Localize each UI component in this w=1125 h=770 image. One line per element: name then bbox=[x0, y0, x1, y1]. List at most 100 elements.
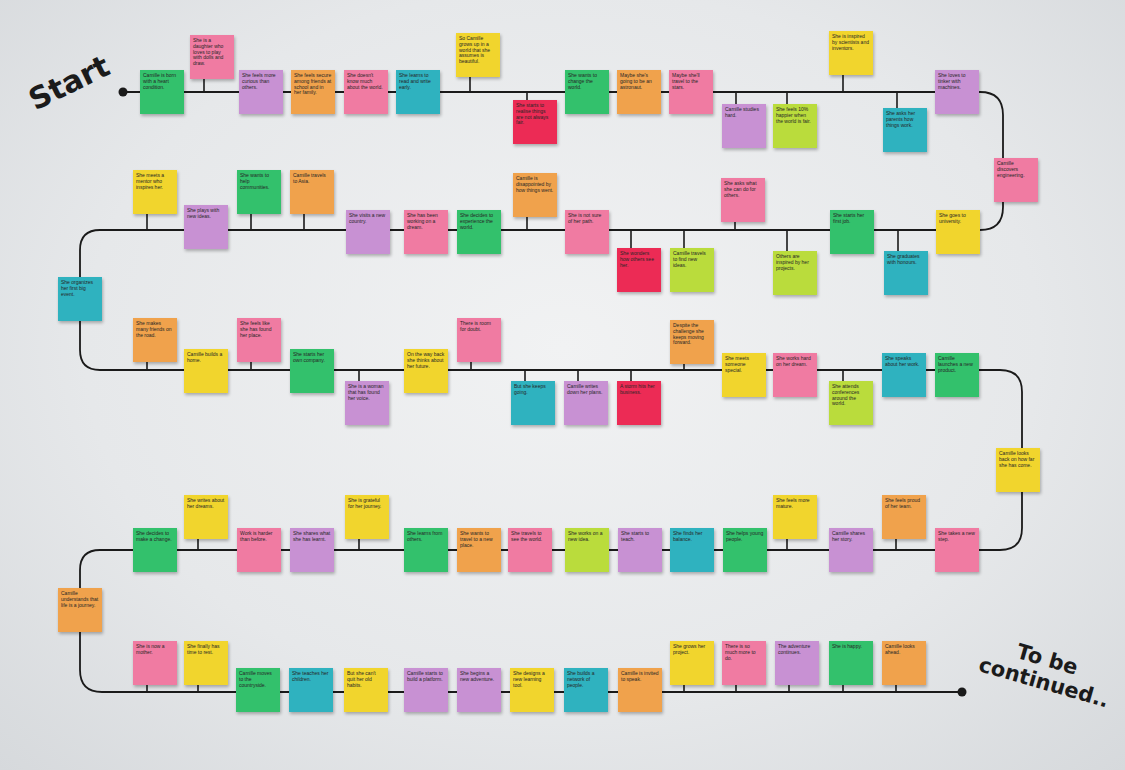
sticky-note: She feels proud of her team. bbox=[882, 495, 926, 539]
note-text: She plays with new ideas. bbox=[187, 208, 225, 220]
note-text: Camille understands that life is a journ… bbox=[61, 591, 99, 608]
note-text: She organizes her first big event. bbox=[61, 280, 99, 297]
start-dot bbox=[119, 88, 128, 97]
sticky-note: Work is harder than before. bbox=[237, 528, 281, 572]
note-text: She graduates with honours. bbox=[887, 254, 925, 266]
timeline-tick bbox=[197, 685, 199, 692]
note-text: She meets someone special. bbox=[725, 356, 763, 373]
sticky-note: She decides to make a change. bbox=[133, 528, 177, 572]
sticky-note: She doesn't know much about the world. bbox=[344, 70, 388, 114]
note-text: She takes a new step. bbox=[938, 531, 976, 543]
end-label: To be continued.. bbox=[976, 631, 1112, 711]
sticky-note: She starts her first job. bbox=[830, 210, 874, 254]
sticky-note: She finally has time to rest. bbox=[184, 641, 228, 685]
sticky-note: She visits a new country. bbox=[346, 210, 390, 254]
note-text: Camille shares her story. bbox=[832, 531, 870, 543]
note-text: Camille travels to find new ideas. bbox=[673, 251, 711, 268]
timeline-tick bbox=[895, 685, 897, 692]
timeline-tick bbox=[303, 214, 305, 230]
note-text: She is now a mother. bbox=[136, 644, 174, 656]
sticky-note: Camille looks ahead. bbox=[882, 641, 926, 685]
note-text: She is happy. bbox=[832, 644, 870, 650]
note-text: She visits a new country. bbox=[349, 213, 387, 225]
note-text: Camille is disappointed by how things we… bbox=[516, 176, 554, 193]
sticky-note: She is happy. bbox=[829, 641, 873, 685]
sticky-note: Camille moves to the countryside. bbox=[236, 668, 280, 712]
note-text: She feels like she has found her place. bbox=[240, 321, 278, 338]
sticky-note: She learns to read and write early. bbox=[396, 70, 440, 114]
sticky-note: The adventure continues. bbox=[775, 641, 819, 685]
note-text: She wants to travel to a new place. bbox=[460, 531, 498, 548]
sticky-note: Camille discovers engineering. bbox=[994, 158, 1038, 202]
sticky-note: Maybe she'll travel to the stars. bbox=[669, 70, 713, 114]
sticky-note: She feels like she has found her place. bbox=[237, 318, 281, 362]
note-text: She has been working on a dream. bbox=[407, 213, 445, 230]
sticky-note: She meets a mentor who inspires her. bbox=[133, 170, 177, 214]
timeline-tick bbox=[630, 370, 632, 381]
timeline-tick bbox=[203, 79, 205, 92]
note-text: She attends conferences around the world… bbox=[832, 384, 870, 407]
timeline-tick bbox=[896, 92, 898, 108]
note-text: Camille launches a new product. bbox=[938, 356, 976, 373]
note-text: She starts to teach. bbox=[621, 531, 659, 543]
sticky-note: So Camille grows up in a world that she … bbox=[456, 33, 500, 77]
sticky-note: Camille writes down her plans. bbox=[564, 381, 608, 425]
sticky-note: Others are inspired by her projects. bbox=[773, 251, 817, 295]
sticky-note: She starts to teach. bbox=[618, 528, 662, 572]
note-text: Camille travels to Asia. bbox=[293, 173, 331, 185]
sticky-note: She teaches her children. bbox=[289, 668, 333, 712]
note-text: She feels secure among friends at school… bbox=[294, 73, 332, 96]
timeline-tick bbox=[842, 370, 844, 381]
note-text: She goes to university. bbox=[939, 213, 977, 225]
note-text: She feels more curious than others. bbox=[242, 73, 280, 90]
note-text: But she keeps going. bbox=[514, 384, 552, 396]
sticky-note: Camille travels to find new ideas. bbox=[670, 248, 714, 292]
note-text: She shares what she has learnt. bbox=[293, 531, 331, 543]
note-text: Work is harder than before. bbox=[240, 531, 278, 543]
timeline-tick bbox=[630, 230, 632, 248]
note-text: She speaks about her work. bbox=[885, 356, 923, 368]
note-text: Maybe she'll travel to the stars. bbox=[672, 73, 710, 90]
sticky-note: She writes about her dreams. bbox=[184, 495, 228, 539]
sticky-note: She asks her parents how things work. bbox=[883, 108, 927, 152]
note-text: A storm hits her business. bbox=[620, 384, 658, 396]
sticky-note: She goes to university. bbox=[936, 210, 980, 254]
sticky-note: She is inspired by scientists and invent… bbox=[829, 31, 873, 75]
sticky-note: Camille starts to build a platform. bbox=[404, 668, 448, 712]
timeline-tick bbox=[470, 362, 472, 370]
timeline-tick bbox=[526, 217, 528, 230]
sticky-note: She feels secure among friends at school… bbox=[291, 70, 335, 114]
note-text: She starts her own company. bbox=[293, 352, 331, 364]
note-text: She starts her first job. bbox=[833, 213, 871, 225]
sticky-note: She is now a mother. bbox=[133, 641, 177, 685]
sticky-note: There is room for doubt. bbox=[457, 318, 501, 362]
sticky-note: She starts to realise things are not alw… bbox=[513, 100, 557, 144]
note-text: She makes many friends on the road. bbox=[136, 321, 174, 338]
sticky-note: She feels 10% happier when the world is … bbox=[773, 104, 817, 148]
sticky-note: She travels to see the world. bbox=[508, 528, 552, 572]
note-text: Camille moves to the countryside. bbox=[239, 671, 277, 688]
timeline-tick bbox=[842, 685, 844, 692]
sticky-note: She takes a new step. bbox=[935, 528, 979, 572]
sticky-note: She organizes her first big event. bbox=[58, 277, 102, 321]
note-text: She travels to see the world. bbox=[511, 531, 549, 543]
note-text: She builds a network of people. bbox=[567, 671, 605, 688]
timeline-tick bbox=[524, 370, 526, 381]
note-text: On the way back she thinks about her fut… bbox=[407, 352, 445, 369]
sticky-note: She feels more mature. bbox=[773, 495, 817, 539]
note-text: She asks what she can do for others. bbox=[724, 181, 762, 198]
note-text: She teaches her children. bbox=[292, 671, 330, 683]
timeline-tick bbox=[786, 539, 788, 550]
note-text: She doesn't know much about the world. bbox=[347, 73, 385, 90]
note-text: She writes about her dreams. bbox=[187, 498, 225, 510]
sticky-note: She designs a new learning tool. bbox=[510, 668, 554, 712]
note-text: She feels more mature. bbox=[776, 498, 814, 510]
sticky-note: She builds a network of people. bbox=[564, 668, 608, 712]
sticky-note: Camille studies hard. bbox=[722, 104, 766, 148]
note-text: She works on a new idea. bbox=[568, 531, 606, 543]
timeline-tick bbox=[358, 370, 360, 381]
sticky-note: She feels more curious than others. bbox=[239, 70, 283, 114]
sticky-note: A storm hits her business. bbox=[617, 381, 661, 425]
sticky-note: Maybe she's going to be an astronaut. bbox=[617, 70, 661, 114]
